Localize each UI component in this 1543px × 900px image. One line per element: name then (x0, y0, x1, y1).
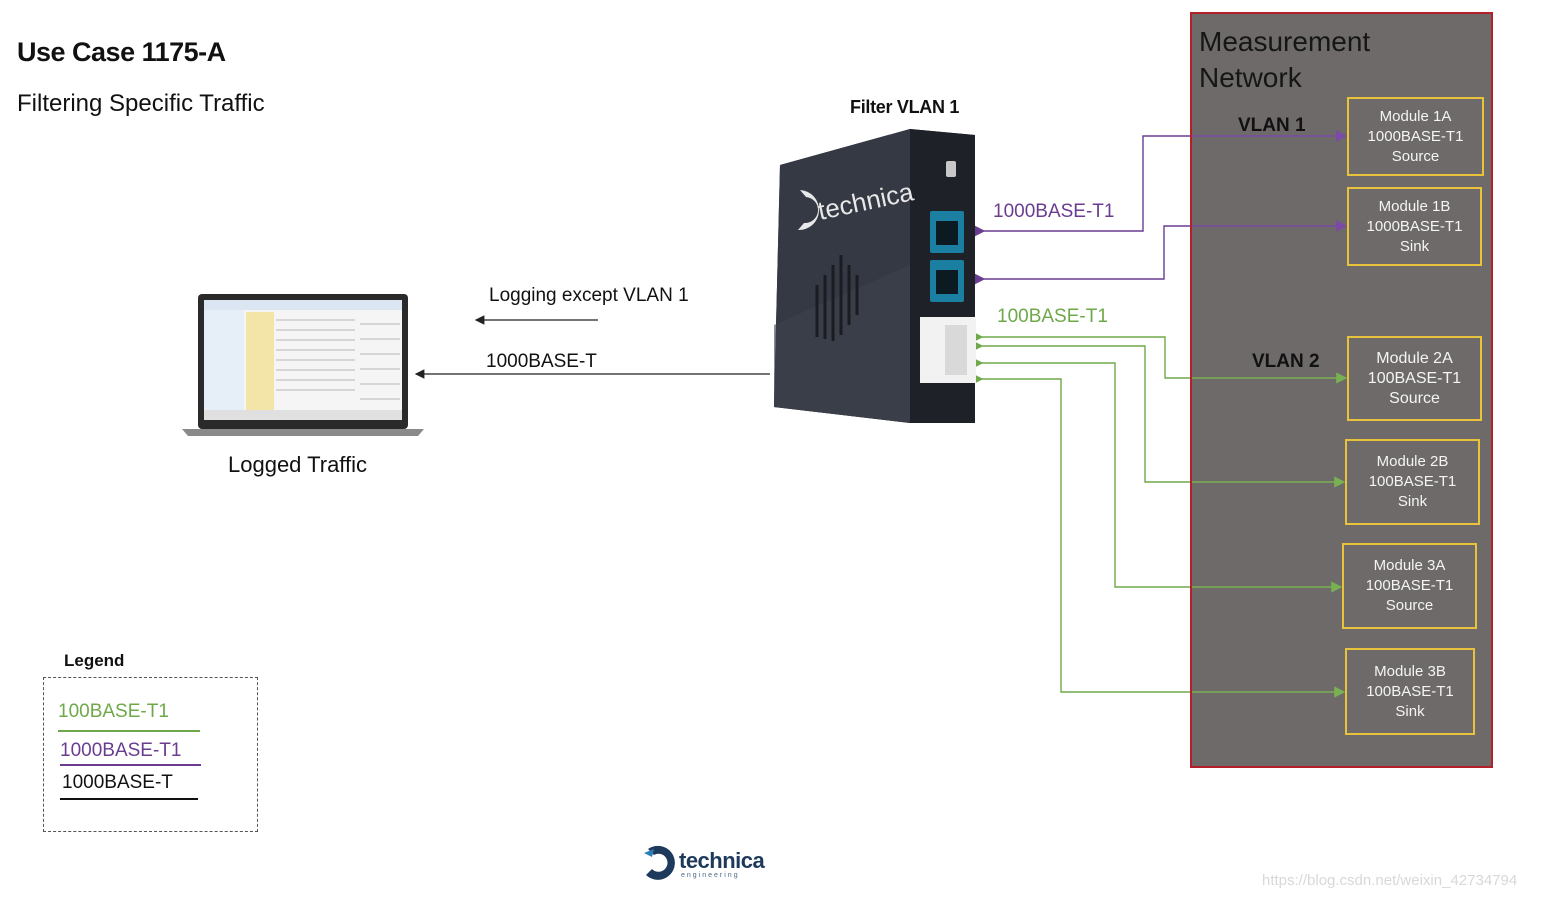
module-1a-name: Module 1A (1379, 107, 1452, 125)
device-vent-slots (815, 255, 859, 341)
laptop-base (182, 429, 424, 436)
vlan1-label: VLAN 1 (1238, 115, 1306, 136)
legend-line-1000base-t1 (60, 764, 201, 766)
usb-port (946, 161, 956, 177)
screen-sidebar (204, 310, 244, 420)
port-1000base-t1-b-socket (936, 270, 958, 294)
footer-logo-icon (644, 845, 675, 880)
module-3a-box: Module 3A 100BASE-T1 Source (1342, 543, 1477, 629)
port-1000base-t1-a-socket (936, 221, 958, 245)
module-3b-role: Sink (1395, 702, 1425, 720)
module-1a-box: Module 1A 1000BASE-T1 Source (1347, 97, 1484, 176)
module-1b-box: Module 1B 1000BASE-T1 Sink (1347, 187, 1482, 266)
module-3b-name: Module 3B (1374, 662, 1446, 680)
module-3a-name: Module 3A (1373, 557, 1446, 574)
screen-statusbar (204, 410, 402, 420)
legend-line-1000base-t (60, 798, 198, 800)
module-2a-box: Module 2A 100BASE-T1 Source (1347, 336, 1482, 421)
module-2b-role: Sink (1397, 493, 1428, 510)
laptop-label: Logged Traffic (228, 452, 368, 477)
vlan2-label: VLAN 2 (1252, 351, 1320, 372)
device-title: Filter VLAN 1 (850, 97, 960, 117)
legend-item-1000base-t: 1000BASE-T (62, 772, 173, 793)
network-title-line2: Network (1199, 62, 1302, 93)
legend-title: Legend (64, 651, 125, 670)
module-3b-type: 100BASE-T1 (1366, 682, 1454, 700)
legend-item-1000base-t1: 1000BASE-T1 (60, 740, 182, 761)
screen-rows (276, 319, 400, 400)
link-label-1000base-t1: 1000BASE-T1 (993, 201, 1115, 222)
module-3a-role: Source (1385, 597, 1434, 614)
link-label-logging: Logging except VLAN 1 (489, 285, 689, 306)
link-label-1000base-t: 1000BASE-T (486, 351, 597, 372)
module-3a-type: 100BASE-T1 (1365, 577, 1454, 594)
network-title-line1: Measurement (1199, 26, 1371, 57)
screen-highlight-column (246, 312, 274, 412)
module-1a-role: Source (1391, 147, 1440, 165)
module-2b-type: 100BASE-T1 (1368, 473, 1457, 490)
module-1b-role: Sink (1399, 237, 1430, 255)
module-1b-name: Module 1B (1378, 197, 1451, 215)
link-label-100base-t1: 100BASE-T1 (997, 306, 1108, 327)
laptop-image (182, 294, 424, 436)
module-2a-role: Source (1389, 389, 1440, 407)
module-2a-name: Module 2A (1376, 349, 1453, 367)
page-subtitle: Filtering Specific Traffic (17, 90, 265, 117)
module-2a-type: 100BASE-T1 (1367, 369, 1462, 387)
legend-item-100base-t1: 100BASE-T1 (58, 701, 169, 722)
legend-box: 100BASE-T1 1000BASE-T1 1000BASE-T (43, 677, 258, 832)
module-2b-name: Module 2B (1376, 453, 1449, 470)
measurement-network-title: Measurement Network (1199, 24, 1370, 96)
filter-device-image: technica (774, 129, 976, 423)
page-title: Use Case 1175-A (17, 37, 226, 67)
module-3b-box: Module 3B 100BASE-T1 Sink (1345, 648, 1475, 735)
module-1b-type: 1000BASE-T1 (1366, 217, 1463, 235)
module-1a-type: 1000BASE-T1 (1367, 127, 1464, 145)
footer-brand-sub: engineering (681, 872, 740, 879)
footer-brand: technica (679, 848, 765, 873)
device-logo-icon (798, 190, 820, 231)
port-100base-t1-inner (945, 325, 967, 375)
module-2b-box: Module 2B 100BASE-T1 Sink (1345, 439, 1480, 525)
watermark-url: https://blog.csdn.net/weixin_42734794 (1262, 872, 1518, 889)
legend-line-100base-t1 (58, 730, 200, 732)
panel-link-overlay (1192, 130, 1348, 698)
screen-toolbar (204, 300, 402, 310)
